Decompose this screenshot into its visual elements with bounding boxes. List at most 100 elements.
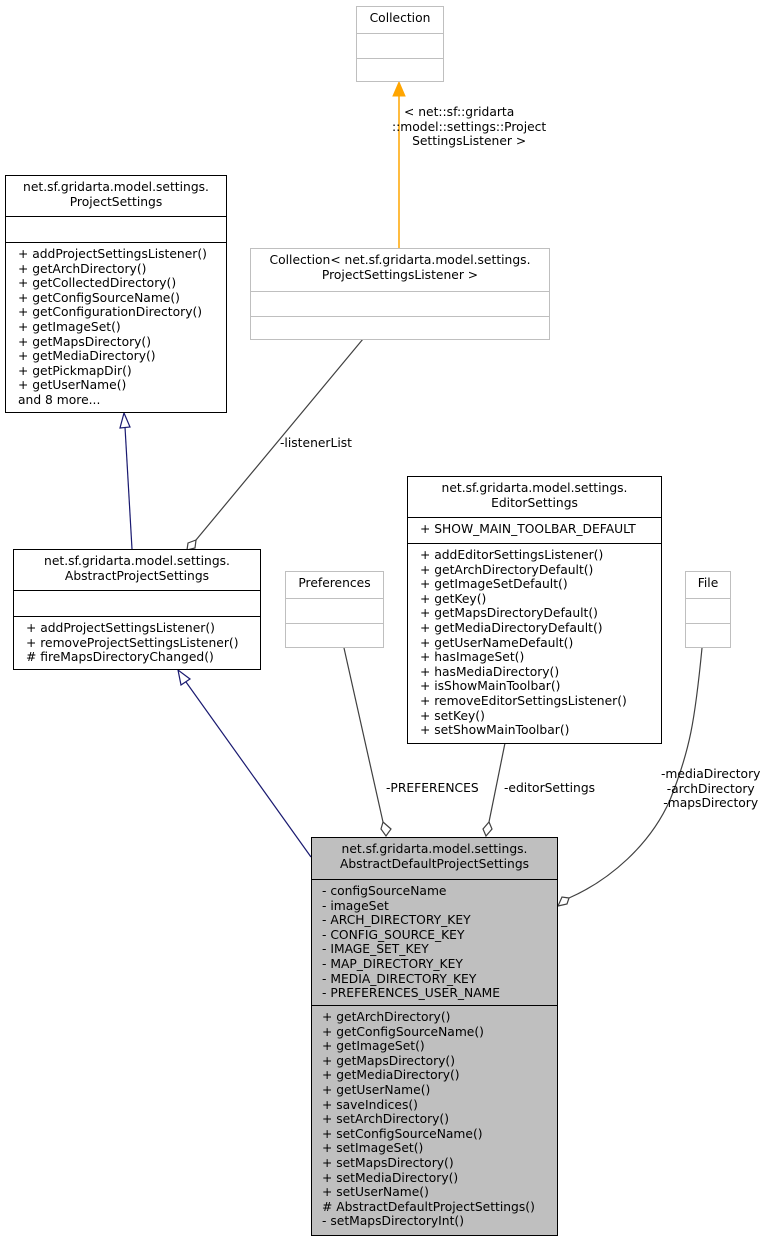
title-line: net.sf.gridarta.model.settings.: [23, 180, 209, 194]
class-title: Preferences: [298, 576, 371, 590]
attribute-item: - IMAGE_SET_KEY: [322, 942, 429, 957]
title-line: ProjectSettings: [69, 194, 163, 209]
class-title: Collection< net.sf.gridarta.model.settin…: [251, 249, 549, 291]
method-item: + getMediaDirectory(): [18, 349, 156, 364]
method-item: + getUserName(): [18, 378, 127, 393]
method-item: + isShowMainToolbar(): [420, 679, 561, 694]
association-edge-preferences: [343, 647, 392, 838]
label-line: ::model::settings::Project: [392, 119, 547, 134]
attribute-item: - ARCH_DIRECTORY_KEY: [322, 913, 471, 928]
file-roles-label: -mediaDirectory -archDirectory -mapsDire…: [661, 767, 760, 811]
method-item: + getMapsDirectory(): [18, 334, 152, 349]
label-line: < net::sf::gridarta: [404, 105, 515, 119]
method-item: + setMediaDirectory(): [322, 1170, 459, 1185]
attribute-item: - MAP_DIRECTORY_KEY: [322, 956, 463, 971]
method-item: + getMapsDirectoryDefault(): [420, 606, 598, 621]
method-item: + getMediaDirectory(): [322, 1068, 460, 1083]
class-abstract-default-project-settings[interactable]: net.sf.gridarta.model.settings. Abstract…: [311, 837, 558, 1236]
attribute-item: - PREFERENCES_USER_NAME: [322, 986, 500, 1001]
method-item: + addEditorSettingsListener(): [420, 548, 604, 562]
method-item: + getUserNameDefault(): [420, 635, 574, 650]
methods-section: + addEditorSettingsListener()+ getArchDi…: [408, 543, 661, 740]
methods-section: [286, 623, 383, 648]
class-title: File: [697, 576, 719, 590]
attribute-item: - configSourceName: [322, 884, 447, 898]
class-collection[interactable]: Collection: [356, 6, 444, 82]
method-item: + hasMediaDirectory(): [420, 664, 560, 679]
class-project-settings[interactable]: net.sf.gridarta.model.settings. ProjectS…: [5, 175, 227, 413]
method-item: + setConfigSourceName(): [322, 1126, 483, 1141]
class-collection-project-settings-listener[interactable]: Collection< net.sf.gridarta.model.settin…: [250, 248, 550, 340]
attribute-item: - MEDIA_DIRECTORY_KEY: [322, 971, 477, 986]
method-item: + getConfigSourceName(): [18, 290, 180, 305]
method-item: + getImageSet(): [322, 1039, 425, 1054]
label-line: -mediaDirectory: [661, 767, 761, 781]
method-item: + getPickmapDir(): [18, 363, 132, 378]
attribute-item: - imageSet: [322, 898, 389, 913]
title-line: EditorSettings: [491, 495, 578, 510]
inheritance-arrowhead: [119, 411, 131, 429]
methods-section: + getArchDirectory()+ getConfigSourceNam…: [312, 1005, 557, 1231]
method-item: + setKey(): [420, 708, 485, 723]
class-file[interactable]: File: [685, 571, 731, 648]
method-item: + getCollectedDirectory(): [18, 276, 177, 291]
attribute-item: - CONFIG_SOURCE_KEY: [322, 927, 465, 942]
title-line: AbstractProjectSettings: [64, 568, 210, 583]
method-item: + setUserName(): [322, 1185, 429, 1200]
method-item: + addProjectSettingsListener(): [26, 621, 215, 635]
label-line: -mapsDirectory: [663, 796, 759, 811]
class-title: net.sf.gridarta.model.settings. Abstract…: [14, 550, 260, 590]
label-line: -archDirectory: [666, 781, 755, 796]
attribute-item: + SHOW_MAIN_TOOLBAR_DEFAULT: [420, 522, 636, 536]
method-item: + getConfigSourceName(): [322, 1024, 484, 1039]
attributes-section: [14, 590, 260, 616]
class-title: net.sf.gridarta.model.settings. EditorSe…: [408, 477, 661, 517]
association-edge-file: [556, 647, 703, 907]
attributes-section: + SHOW_MAIN_TOOLBAR_DEFAULT: [408, 517, 661, 543]
methods-section: [686, 623, 730, 648]
attributes-section: [286, 598, 383, 623]
class-title: Collection: [369, 11, 431, 25]
title-line: AbstractDefaultProjectSettings: [339, 856, 530, 871]
title-line: net.sf.gridarta.model.settings.: [441, 481, 628, 495]
class-preferences[interactable]: Preferences: [285, 571, 384, 648]
inheritance-arrowhead: [177, 668, 192, 686]
title-line: net.sf.gridarta.model.settings.: [44, 554, 230, 568]
method-item: # fireMapsDirectoryChanged(): [26, 650, 214, 665]
template-argument-label: < net::sf::gridarta ::model::settings::P…: [392, 105, 546, 149]
method-item: + getArchDirectory(): [322, 1010, 451, 1024]
method-item: + getMediaDirectoryDefault(): [420, 620, 603, 635]
class-title: net.sf.gridarta.model.settings. Abstract…: [312, 838, 557, 879]
method-item: + addProjectSettingsListener(): [18, 247, 207, 261]
methods-section: [357, 58, 443, 82]
methods-section: + addProjectSettingsListener()+ removePr…: [14, 616, 260, 667]
class-title: net.sf.gridarta.model.settings. ProjectS…: [6, 176, 226, 216]
template-edge: [392, 80, 406, 248]
method-item: and 8 more...: [18, 392, 101, 407]
method-item: + getArchDirectory(): [18, 261, 147, 276]
attributes-section: [6, 216, 226, 242]
class-abstract-project-settings[interactable]: net.sf.gridarta.model.settings. Abstract…: [13, 549, 261, 670]
class-editor-settings[interactable]: net.sf.gridarta.model.settings. EditorSe…: [407, 476, 662, 744]
method-item: + getArchDirectoryDefault(): [420, 562, 594, 577]
template-arrowhead: [392, 80, 406, 97]
method-item: + getConfigurationDirectory(): [18, 305, 203, 320]
inheritance-edge-project-settings: [119, 411, 133, 550]
method-item: - setMapsDirectoryInt(): [322, 1214, 465, 1229]
attributes-section: [357, 33, 443, 58]
method-item: + removeProjectSettingsListener(): [26, 635, 239, 650]
method-item: + setShowMainToolbar(): [420, 723, 570, 738]
method-item: + setArchDirectory(): [322, 1112, 450, 1127]
method-item: + setImageSet(): [322, 1141, 424, 1156]
title-line: ProjectSettingsListener >: [321, 267, 479, 282]
aggregation-diamond: [482, 820, 493, 838]
method-item: + getImageSetDefault(): [420, 577, 568, 592]
method-item: + getImageSet(): [18, 319, 121, 334]
method-item: + saveIndices(): [322, 1097, 418, 1112]
method-item: + getKey(): [420, 591, 487, 606]
editor-settings-label: -editorSettings: [504, 781, 596, 795]
attributes-section: [686, 598, 730, 623]
method-item: # AbstractDefaultProjectSettings(): [322, 1199, 535, 1214]
methods-section: [251, 316, 549, 340]
